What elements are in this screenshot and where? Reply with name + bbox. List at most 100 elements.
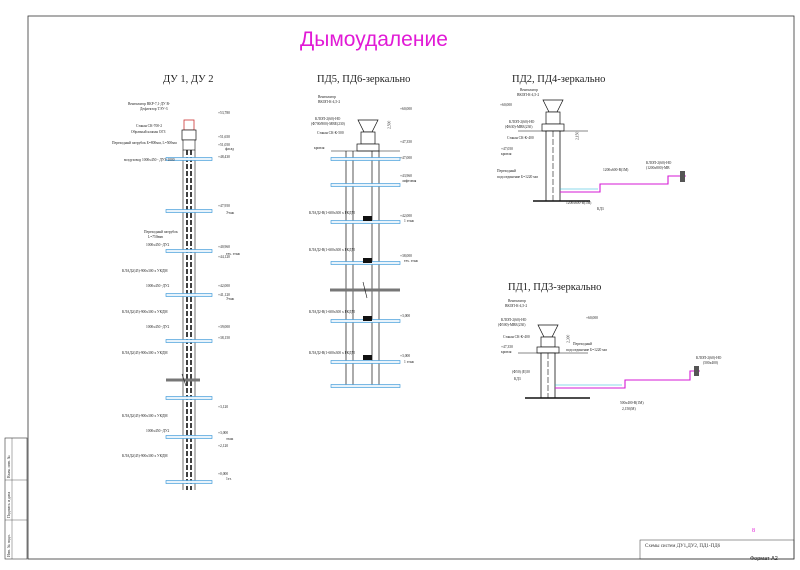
pd56-dim: 2,500 (387, 120, 392, 129)
pd13-fan-label: Вентилятор (508, 299, 526, 303)
du-stakan (181, 129, 197, 141)
du-slab-7 (165, 480, 213, 484)
pd13-pipe-note-2: подсоединение Б=1220 мм (566, 348, 607, 352)
du-elev-5: +40,960 (218, 245, 230, 249)
pd24-kd3: КД3 (597, 207, 604, 211)
pd24-schematic (518, 99, 686, 202)
side-label-signature: Подпись и дата (6, 491, 11, 518)
pd56-elev-6: +3,000 (400, 314, 411, 318)
du-elev-3: +48,430 (218, 155, 230, 159)
pd56-valve-label-3: КЛАД2-В(1-600х300 х РКДМ (309, 310, 355, 314)
pd24-dim: 2,150 (575, 131, 580, 140)
du-floor-word-5: 1эт. (226, 477, 232, 481)
du-deflector-label: Дефлектор ТЭУ-3 (140, 107, 168, 111)
pd13-elev-roof: +47,350 (501, 345, 513, 349)
pd56-slab-6 (330, 384, 401, 388)
pd13-pipe-note-1: Переходный (573, 342, 592, 346)
du-elev-1: +51,650 (218, 135, 230, 139)
du-check-valve-label: Обратный клапан ОГЗ (131, 130, 166, 134)
pd13-elev-top: +60,000 (586, 316, 598, 320)
pd56-elev-5: +38,000 (400, 254, 412, 258)
pd24-pipe-note-2: подсоединение Б=1220 мм (497, 175, 538, 179)
pd56-floor-word-3: тех. этаж (404, 259, 418, 263)
pd56-valve-label-1: КЛАД2-В(1-600х300 х РКДМ (309, 211, 355, 215)
drawing-stamp-title: Схемы систем ДУ1,ДУ2, ПД1-ПД6 (645, 544, 721, 549)
pd56-stakan-label: Стакан СК-К-500 (317, 131, 344, 135)
section-title-pd24: ПД2, ПД4-зеркально (512, 74, 606, 85)
pd24-side-valve-2: (1200х800)-МВ (646, 166, 670, 170)
du-slab-2 (165, 249, 213, 253)
pd24-duct (560, 175, 686, 193)
section-title-pd13: ПД1, ПД3-зеркально (508, 282, 602, 293)
side-label-replace: Взам. инв. № (6, 455, 11, 478)
du-floor-slabs (165, 157, 213, 484)
pd56-valve-3 (363, 316, 372, 321)
du-elev-0: +53,780 (218, 111, 230, 115)
du-valve-label-4: КЛАД2(45)-900х300 х УКДМ (122, 414, 168, 418)
du-slab-4 (165, 339, 213, 343)
du-slab-5 (165, 396, 213, 400)
pd13-stakan-label: Стакан СК-К-400 (503, 335, 530, 339)
pd56-floor-word-2: 1 этаж (404, 219, 414, 223)
pd24-top-valve-size: (Ф630)-МВЕ(230) (505, 125, 533, 129)
side-stamp (4, 437, 28, 560)
du-elev-4: +47,950 (218, 204, 230, 208)
pd56-fan (357, 119, 379, 133)
du-valve-label-2: КЛАД2(45)-900х300 х УКДМ (122, 310, 168, 314)
du-note-6: 1000х450 -ДУ2 (146, 429, 170, 433)
pd24-side-valve-1: КЛОП-2(60)-НО (646, 161, 672, 165)
pd56-valve-4 (363, 355, 372, 360)
pd56-elev-4: +42,000 (400, 214, 412, 218)
du-slab-1 (165, 209, 213, 213)
pd24-elev-top: +60,000 (500, 103, 512, 107)
du-stakan-label: Стакан СК-700-2 (136, 124, 163, 128)
du-note-4: 1000х450 -ДУ2 (146, 284, 170, 288)
pd13-fan-model: ВКОП-К-4,5-2 (505, 304, 528, 308)
pd24-duct-size-2: 1200х600-В(1М) (566, 201, 592, 205)
du-note-2: L=750mm (148, 235, 164, 239)
pd24-fan-label: Вентилятор (520, 88, 538, 92)
pd24-elev-roof: +47,050 (501, 147, 513, 151)
pd56-elev-3: +43,960 (400, 174, 412, 178)
section-title-du: ДУ 1, ДУ 2 (163, 74, 214, 85)
sheet-format-label: Формат А2 (750, 556, 778, 562)
du-fan (183, 119, 195, 131)
pd56-elev-2: +47,000 (400, 156, 412, 160)
pd56-schematic (330, 119, 401, 388)
du-note-3: 1000х450 -ДУ2 (146, 243, 170, 247)
du-elev-7: +42,000 (218, 284, 230, 288)
pd13-duct-size-1: (Ф50) (Е)50 (512, 370, 530, 374)
pd13-end-valve (694, 366, 699, 376)
pd56-slab-1 (330, 183, 401, 187)
du-elev-11: +3,120 (218, 405, 229, 409)
du-elev-9: +39,000 (218, 325, 230, 329)
pd56-fan-label: Вентилятор (318, 95, 336, 99)
section-title-pd56: ПД5, ПД6-зеркально (317, 74, 411, 85)
pd13-dim: 2,300 (566, 334, 571, 343)
pd24-stakan-label: Стакан СК-К-400 (507, 136, 534, 140)
pd13-top-valve: КЛОП-2(60)-НО (501, 318, 527, 322)
pd56-slab-0 (330, 157, 401, 161)
pd56-elev-0: +60,000 (400, 107, 412, 111)
du-valve-label-1: КЛАД2(45)-900х300 х УКДМ (122, 269, 168, 273)
pd13-kd3: КД3 (514, 377, 521, 381)
du-elev-6: +44,120 (218, 255, 230, 259)
du-slab-6 (165, 435, 213, 439)
du-note-5: 1000х450 -ДУ2 (146, 325, 170, 329)
du-elev-2: +51,050 (218, 143, 230, 147)
pd56-valve-label-2: КЛАД2-В(1-600х300 х РКДМ (309, 248, 355, 252)
du-elev-13: +2,120 (218, 444, 229, 448)
du-floor-word-0: фасад (225, 147, 234, 151)
du-valve-label-3: КЛАД2(45)-900х300 х УКДМ (122, 351, 168, 355)
pd24-duct-size-1: 1200х600-В(1М) (603, 168, 629, 172)
pd13-top-valve-size: (Ф500)-МВЕ(230) (498, 323, 526, 327)
pd56-floor-word-1: лифтовая (402, 179, 417, 183)
du-transition-label: Переходный патрубок Б=800мм, L=500мм (112, 141, 177, 145)
title-block (639, 539, 795, 560)
du-floor-word-3: Этаж (226, 297, 235, 301)
du-slab-3 (165, 293, 213, 297)
side-label-inv: Инв. № подл. (6, 534, 11, 557)
pd56-fan-model: ВКОП-К-4,5-2 (318, 100, 341, 104)
pd24-roof-word: кровля (501, 152, 512, 156)
